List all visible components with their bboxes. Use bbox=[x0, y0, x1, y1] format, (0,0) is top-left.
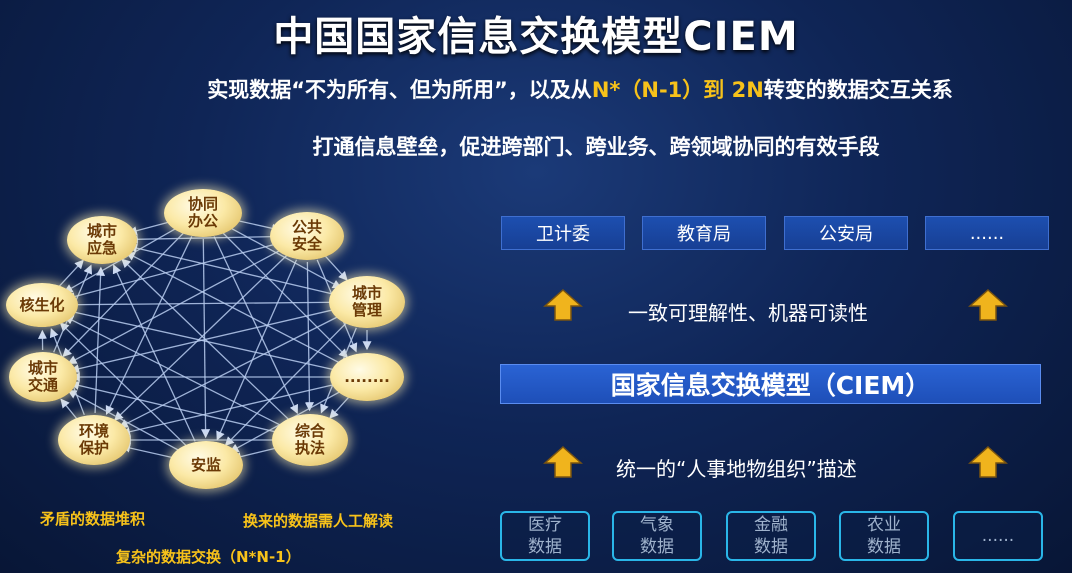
network-edge bbox=[69, 381, 283, 435]
network-edge bbox=[60, 398, 78, 420]
network-node-chengshiguanli: 城市管理 bbox=[329, 276, 405, 328]
subtitle-2: 打通信息壁垒，促进跨部门、跨业务、跨领域协同的有效手段 bbox=[312, 135, 880, 159]
data-box-more: ...... bbox=[953, 511, 1043, 561]
network-edge bbox=[67, 390, 184, 454]
network-edge bbox=[118, 314, 343, 428]
ciem-model-bar: 国家信息交换模型（CIEM） bbox=[500, 364, 1041, 404]
network-node-gonggong: 公共安全 bbox=[270, 212, 344, 260]
network-edge bbox=[62, 231, 186, 358]
network-node-label: 协同办公 bbox=[187, 195, 218, 230]
network-node-label: 城市管理 bbox=[351, 284, 382, 319]
network-edge bbox=[213, 236, 298, 415]
network-edge bbox=[112, 264, 196, 442]
network-edge bbox=[64, 316, 286, 428]
network-edge bbox=[66, 307, 342, 373]
subtitle-1-part3: 转变的数据交互关系 bbox=[763, 78, 953, 102]
network-edge bbox=[67, 247, 285, 364]
network-node-yingji: 城市应急 bbox=[67, 216, 137, 264]
arrow-text-bottom: 统一的“人事地物组织”描述 bbox=[616, 457, 857, 481]
network-node-xietong: 协同办公 bbox=[164, 189, 242, 237]
data-box-finance: 金融数据 bbox=[726, 511, 816, 561]
network-node-label: 核生化 bbox=[19, 295, 65, 314]
network-edge bbox=[128, 234, 282, 244]
network-node-label: 环境保护 bbox=[78, 422, 109, 457]
network-edge bbox=[125, 252, 345, 366]
network-node-anjian: 安监 bbox=[169, 441, 243, 489]
data-box-agriculture: 农业数据 bbox=[839, 511, 929, 561]
network-edges bbox=[37, 217, 372, 462]
network-edge bbox=[66, 300, 340, 310]
network-edge bbox=[105, 236, 193, 416]
network-node-jiaotong: 城市交通 bbox=[9, 352, 77, 402]
network-node-label: ........ bbox=[344, 367, 390, 386]
network-node-label: 综合执法 bbox=[294, 422, 325, 457]
network-node-heshenghua: 核生化 bbox=[6, 283, 78, 327]
subtitle-1-part1: 实现数据“不为所有、但为所用”，以及从 bbox=[207, 78, 592, 102]
network-node-label: 安监 bbox=[190, 455, 221, 474]
up-arrow-icon bbox=[968, 288, 1008, 321]
network-edge bbox=[121, 258, 291, 422]
network-edge bbox=[304, 261, 314, 412]
network-edge bbox=[59, 322, 188, 448]
network-edge bbox=[65, 241, 283, 301]
caption-contradictory-data: 矛盾的数据堆积 bbox=[40, 510, 146, 528]
caption-manual-interpretation: 换来的数据需人工解读 bbox=[243, 512, 394, 530]
network-node-huanjing: 环境保护 bbox=[58, 415, 130, 465]
network-edge bbox=[114, 253, 289, 421]
up-arrow-icon bbox=[543, 445, 583, 478]
network-edge bbox=[57, 259, 84, 288]
dept-box-jiaoyuju: 教育局 bbox=[642, 216, 766, 250]
up-arrow-icon bbox=[968, 445, 1008, 478]
network-node-more: ........ bbox=[330, 353, 404, 401]
network-node-label: 公共安全 bbox=[291, 218, 322, 253]
network-edge bbox=[216, 259, 298, 441]
network-edge bbox=[329, 395, 351, 419]
page-title: 中国国家信息交换模型CIEM bbox=[273, 14, 799, 60]
up-arrow-icon bbox=[543, 288, 583, 321]
arrow-text-top: 一致可理解性、机器可读性 bbox=[628, 301, 868, 325]
network-edge bbox=[225, 224, 342, 289]
data-box-medical: 医疗数据 bbox=[500, 511, 590, 561]
network-node-label: 城市应急 bbox=[86, 222, 117, 257]
network-edge bbox=[94, 266, 106, 414]
network-node-zonghe: 综合执法 bbox=[272, 414, 348, 466]
dept-box-gonganju: 公安局 bbox=[784, 216, 908, 250]
subtitle-1: 实现数据“不为所有、但为所用”，以及从N*（N-1）到 2N转变的数据交互关系 bbox=[80, 74, 1072, 104]
network-edge bbox=[324, 254, 348, 281]
network-edge bbox=[127, 243, 340, 297]
subtitle-1-highlight: N*（N-1）到 2N bbox=[591, 78, 764, 102]
dept-box-more: ...... bbox=[925, 216, 1049, 250]
network-node-label: 城市交通 bbox=[27, 359, 58, 394]
dept-box-weijiwei: 卫计委 bbox=[501, 216, 625, 250]
data-box-weather: 气象数据 bbox=[612, 511, 702, 561]
network-edge bbox=[120, 382, 342, 437]
caption-complex-exchange: 复杂的数据交换（N*N-1） bbox=[116, 548, 301, 566]
